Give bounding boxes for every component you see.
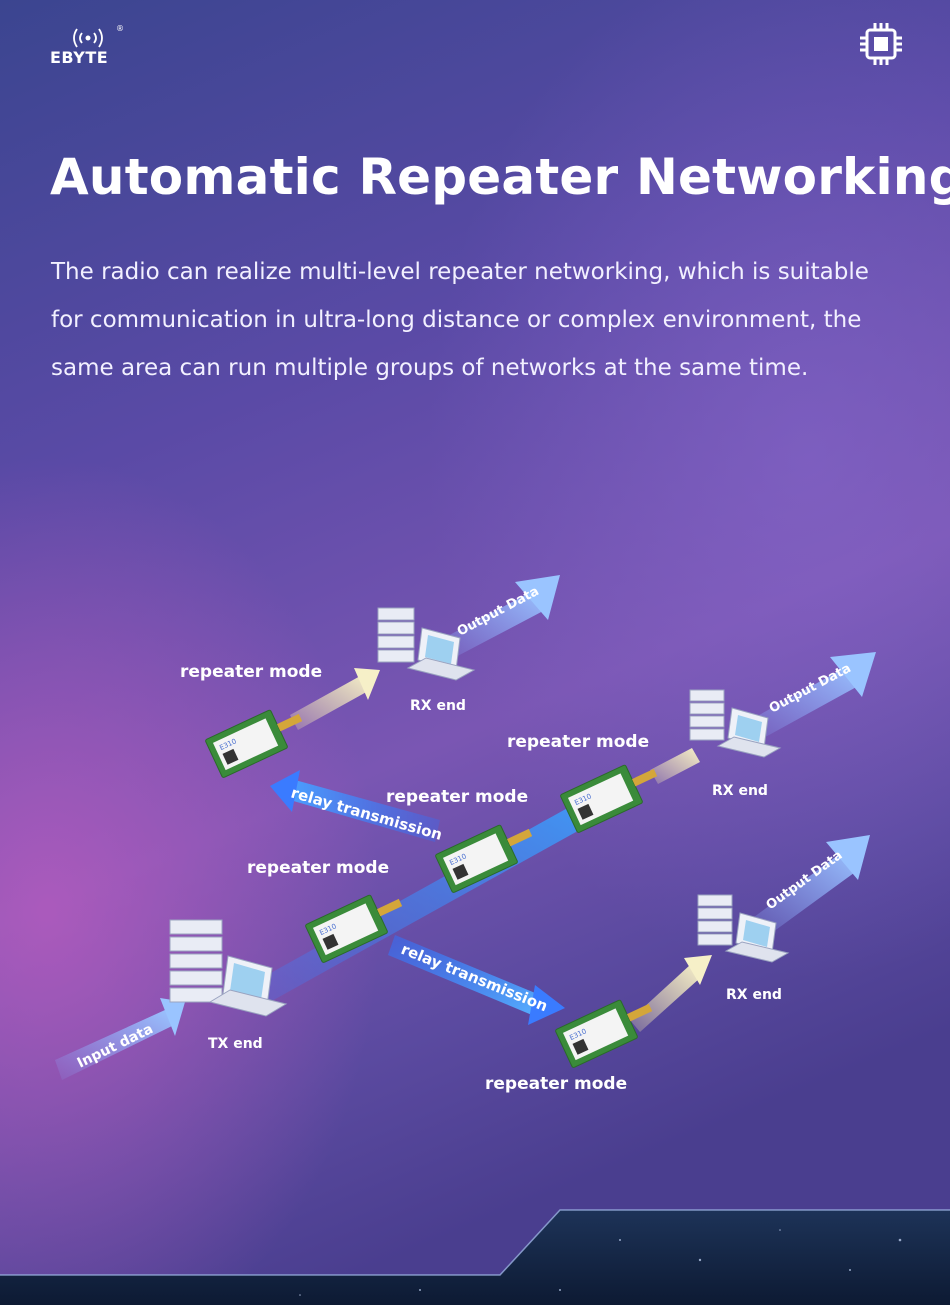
server-laptop-icon	[697, 894, 790, 963]
tx-end-label: TX end	[208, 1036, 263, 1052]
input-arrow: Input data	[55, 998, 185, 1080]
radio-module: E310	[555, 999, 653, 1068]
radio-module: E310	[560, 764, 658, 833]
description-text: The radio can realize multi-level repeat…	[51, 259, 869, 381]
brand-name: EBYTE	[50, 48, 109, 67]
rx-end-label: RX end	[410, 698, 466, 714]
server-laptop-icon	[377, 607, 476, 681]
page-title: Automatic Repeater Networking	[50, 148, 950, 206]
repeater-mode-label: repeater mode	[386, 787, 528, 807]
chip-icon	[860, 23, 902, 65]
repeater-mode-label: repeater mode	[247, 858, 389, 878]
server-laptop-icon	[689, 689, 782, 758]
server-laptop-icon	[169, 919, 288, 1017]
wireless-signal-icon	[73, 28, 103, 48]
output-arrow: Output Data	[750, 652, 876, 740]
radio-module: E310	[435, 824, 533, 893]
repeater-mode-label: repeater mode	[180, 662, 322, 682]
registered-mark: ®	[116, 24, 124, 33]
rx-end-label: RX end	[712, 783, 768, 799]
network-diagram: Input data Output Data Output Data Outpu…	[55, 575, 876, 1094]
antenna-beam	[630, 965, 700, 1032]
relay-label: relay transmission	[399, 940, 551, 1015]
rx-end-label: RX end	[726, 987, 782, 1003]
repeater-mode-label: repeater mode	[485, 1074, 627, 1094]
radio-module: E310	[305, 894, 403, 963]
repeater-mode-label: repeater mode	[507, 732, 649, 752]
antenna-beam	[290, 675, 370, 730]
relay-arrow: relay transmission	[388, 935, 565, 1025]
ebyte-logo: ® EBYTE	[50, 24, 130, 67]
antenna-beam	[650, 748, 700, 784]
radio-module: E310	[205, 709, 303, 778]
